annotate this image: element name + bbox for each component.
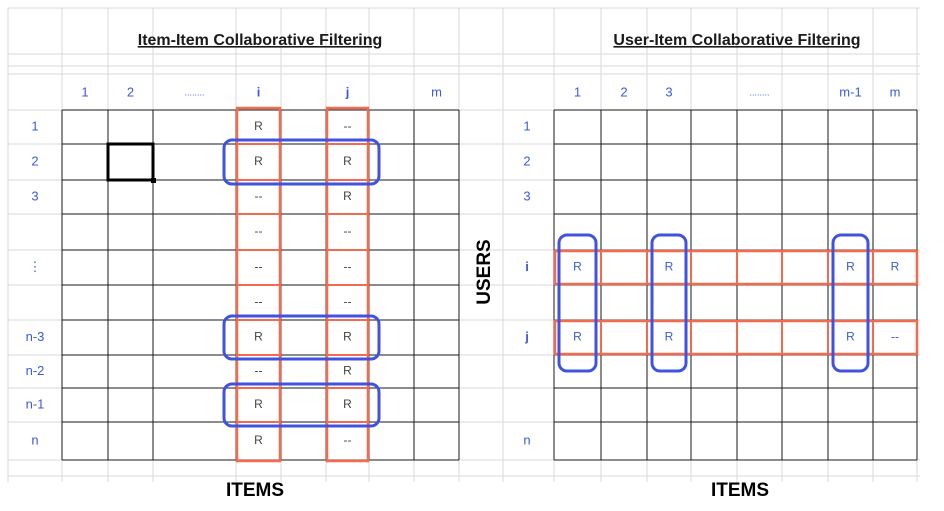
item-item-col-header: ........: [184, 87, 204, 97]
item-item-col-header: i: [257, 84, 261, 99]
item-i-cell: R: [254, 433, 263, 447]
item-i-cell: --: [255, 364, 263, 378]
background-grid: [7, 7, 920, 482]
user-item-cell-values: R R R R R R R --: [573, 260, 900, 344]
user-item-row-header: 1: [523, 118, 530, 133]
item-j-cell: R: [343, 330, 352, 344]
user-item-row-headers: 1 2 3 i j n: [523, 118, 530, 447]
item-item-row-header: n-1: [26, 396, 45, 411]
user-item-col-header: m-1: [839, 84, 861, 99]
user-item-row-header: 2: [523, 153, 530, 168]
item-i-cell: --: [255, 224, 263, 238]
co-rated-pair-group: [222, 382, 381, 428]
item-item-column-headers: 1 2........ i j m: [81, 84, 442, 99]
user-j-cell: R: [665, 330, 674, 344]
user-i-cell: R: [891, 260, 900, 274]
item-j-cell: --: [344, 295, 352, 309]
co-rated-item-group: [557, 233, 598, 373]
item-item-row-header: n-2: [26, 363, 45, 378]
item-j-cell: R: [343, 154, 352, 168]
user-j-cell: R: [846, 330, 855, 344]
users-axis-label: USERS: [474, 239, 495, 304]
item-i-cell: --: [255, 260, 263, 274]
item-item-col-header: j: [345, 84, 350, 99]
user-j-cell: R: [573, 330, 582, 344]
item-item-title: Item-Item Collaborative Filtering: [138, 32, 382, 49]
co-rated-pair-group: [222, 314, 381, 361]
user-item-title: User-Item Collaborative Filtering: [613, 32, 860, 49]
item-item-row-header: 2: [31, 153, 38, 168]
user-item-column-headers: 1 2 3........ m-1 m: [574, 84, 901, 99]
user-i-cell: R: [573, 260, 582, 274]
selected-cell-handle: [151, 178, 156, 183]
user-i-cell: R: [665, 260, 674, 274]
user-item-axis-label: ITEMS: [711, 480, 769, 501]
item-item-highlights: [222, 106, 381, 463]
item-j-cell: --: [344, 433, 352, 447]
item-item-row-header: 3: [31, 188, 38, 203]
item-j-cell: --: [344, 224, 352, 238]
user-item-col-header: 2: [620, 84, 627, 99]
user-item-col-header: m: [890, 84, 901, 99]
co-rated-pair-group: [222, 138, 381, 186]
item-item-row-header: n: [31, 432, 38, 447]
item-i-cell: R: [254, 154, 263, 168]
item-item-row-headers: 1 2 3 ⋮ n-3 n-2 n-1 n: [26, 118, 45, 447]
item-j-cell: --: [344, 260, 352, 274]
item-item-row-header: ⋮: [29, 259, 42, 274]
item-i-cell: --: [255, 295, 263, 309]
user-item-col-header: 1: [574, 84, 581, 99]
item-item-axis-label: ITEMS: [226, 480, 284, 501]
user-item-col-header: 3: [665, 84, 672, 99]
user-i-cell: R: [846, 260, 855, 274]
user-item-table: User-Item Collaborative Filtering 1 2 3...…: [474, 32, 919, 501]
item-i-cell: R: [254, 397, 263, 411]
item-j-cell: --: [344, 119, 352, 133]
item-item-col-header: 2: [127, 84, 134, 99]
user-j-cell: --: [891, 330, 899, 344]
item-j-cell: R: [343, 397, 352, 411]
item-item-col-header: 1: [81, 84, 88, 99]
item-i-cell: R: [254, 330, 263, 344]
user-item-col-header: ........: [749, 87, 769, 97]
user-item-row-header: n: [523, 432, 530, 447]
item-i-cell: --: [255, 189, 263, 203]
item-item-row-header: 1: [31, 118, 38, 133]
item-item-col-header: m: [431, 84, 442, 99]
item-item-cell-values: R R -- -- -- -- R -- R R -- R R -- -- -- R R R --: [254, 119, 352, 447]
user-item-highlights: [553, 233, 919, 373]
item-i-cell: R: [254, 119, 263, 133]
user-item-row-header: j: [524, 329, 529, 344]
item-item-table: Item-Item Collaborative Filtering 1 2....…: [26, 32, 460, 501]
co-rated-item-group: [650, 233, 688, 373]
item-j-cell: R: [343, 364, 352, 378]
item-j-cell: R: [343, 189, 352, 203]
co-rated-item-group: [831, 233, 870, 373]
selected-cell: [106, 142, 155, 182]
item-item-row-header: n-3: [26, 329, 45, 344]
user-item-row-header: 3: [523, 188, 530, 203]
user-item-row-header: i: [525, 259, 529, 274]
